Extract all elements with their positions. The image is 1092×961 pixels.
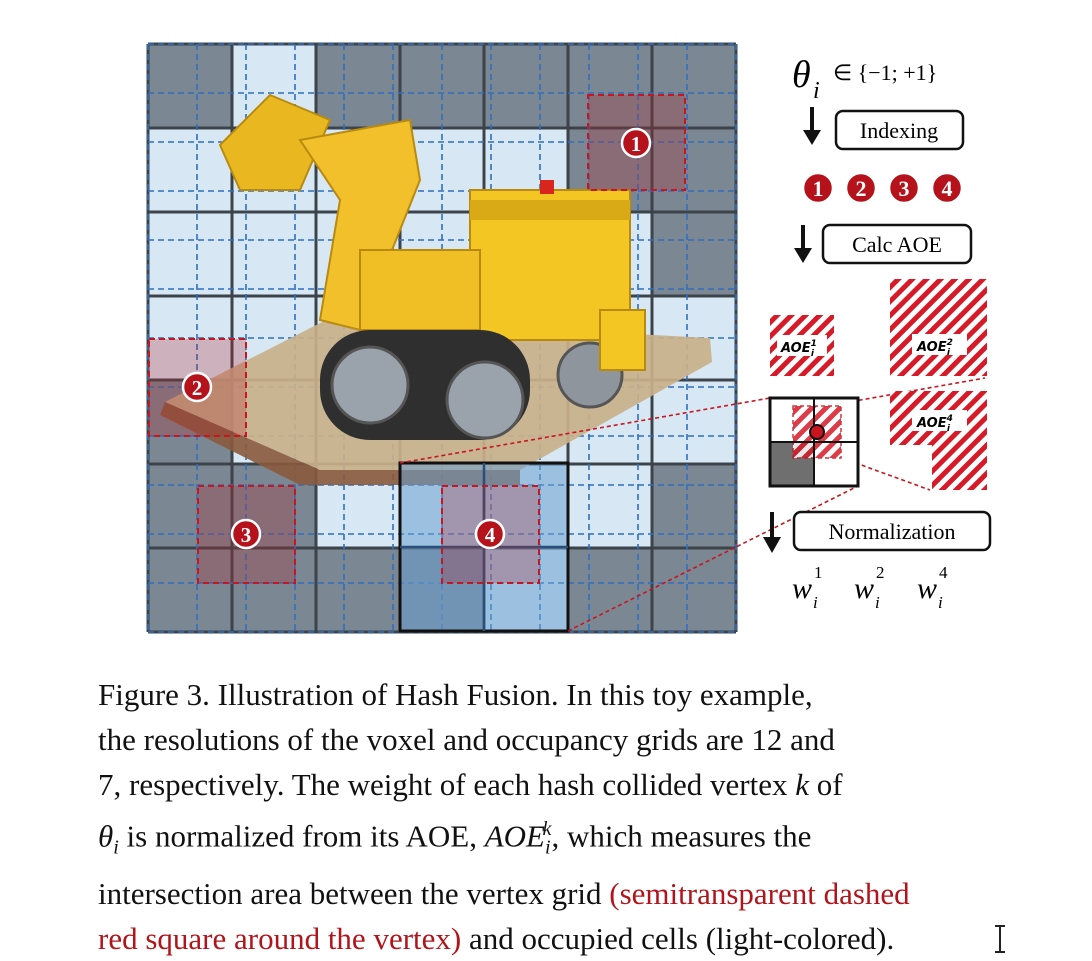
- caption-line: Figure 3. Illustration of Hash Fusion. I…: [98, 677, 813, 712]
- down-arrow-icon: [763, 512, 781, 553]
- occupied-cell: [652, 380, 736, 464]
- svg-text:i: i: [813, 593, 818, 612]
- svg-text:∈ {−1; +1}: ∈ {−1; +1}: [833, 60, 937, 85]
- svg-text:4: 4: [939, 563, 948, 582]
- empty-cell: [148, 548, 232, 632]
- caption-line: red square around the vertex) and occupi…: [98, 920, 895, 956]
- vertex-neighborhood-grid: [768, 396, 860, 488]
- occupied-cell: [568, 464, 652, 548]
- caption-line: 7, respectively. The weight of each hash…: [98, 767, 843, 802]
- svg-text:2: 2: [192, 376, 203, 400]
- empty-cell: [316, 548, 400, 632]
- weight-labels: w 1 i w 2 i w 4 i: [792, 563, 948, 612]
- vertex-marker-2: 2: [181, 371, 213, 403]
- empty-cell: [652, 548, 736, 632]
- normalization-label: Normalization: [828, 519, 955, 544]
- hash-fusion-figure: 1 2 3 4 θ i ∈ {−1; +1} Indexing: [146, 42, 992, 634]
- svg-text:1: 1: [814, 563, 823, 582]
- svg-text:i: i: [813, 78, 820, 104]
- svg-text:w: w: [917, 572, 937, 605]
- vertex-marker-4: 4: [474, 518, 506, 550]
- svg-text:4: 4: [942, 176, 953, 201]
- svg-text:θ: θ: [792, 54, 811, 96]
- calc-aoe-label: Calc AOE: [852, 232, 942, 257]
- svg-text:w: w: [854, 572, 874, 605]
- index-markers: 1 2 3 4: [801, 171, 964, 205]
- down-arrow-icon: [803, 107, 821, 145]
- svg-text:2: 2: [856, 176, 867, 201]
- svg-text:i: i: [938, 593, 943, 612]
- svg-text:1: 1: [813, 176, 824, 201]
- caption-line: the resolutions of the voxel and occupan…: [98, 722, 835, 757]
- text-cursor-icon: [995, 925, 1005, 953]
- empty-cell: [148, 44, 232, 128]
- vertex-marker-3: 3: [230, 518, 262, 550]
- empty-cell: [652, 44, 736, 128]
- empty-cell: [316, 44, 400, 128]
- svg-text:3: 3: [899, 176, 910, 201]
- down-arrow-icon: [794, 225, 812, 263]
- svg-text:4: 4: [485, 523, 496, 547]
- indexing-label: Indexing: [860, 118, 938, 143]
- caption-line: θi is normalized from its AOE, AOEik, wh…: [98, 818, 812, 859]
- svg-text:i: i: [875, 593, 880, 612]
- caption-line: intersection area between the vertex gri…: [98, 875, 910, 911]
- svg-text:2: 2: [876, 563, 885, 582]
- occupied-cell: [148, 212, 232, 296]
- empty-cell: [652, 464, 736, 548]
- empty-cell: [484, 44, 568, 128]
- figure-caption: Figure 3. Illustration of Hash Fusion. I…: [98, 672, 1058, 961]
- indexing-box: [834, 109, 965, 151]
- occupied-cell: [232, 212, 316, 296]
- calc-aoe-box: [821, 223, 973, 265]
- svg-text:w: w: [792, 572, 812, 605]
- empty-cell: [568, 548, 652, 632]
- normalization-box: [792, 510, 992, 552]
- occupied-cell: [148, 128, 232, 212]
- vertex-marker-1: 1: [620, 127, 652, 159]
- theta-label: θ i ∈ {−1; +1}: [792, 54, 937, 104]
- empty-cell: [652, 212, 736, 296]
- svg-text:3: 3: [241, 523, 252, 547]
- svg-text:1: 1: [631, 132, 642, 156]
